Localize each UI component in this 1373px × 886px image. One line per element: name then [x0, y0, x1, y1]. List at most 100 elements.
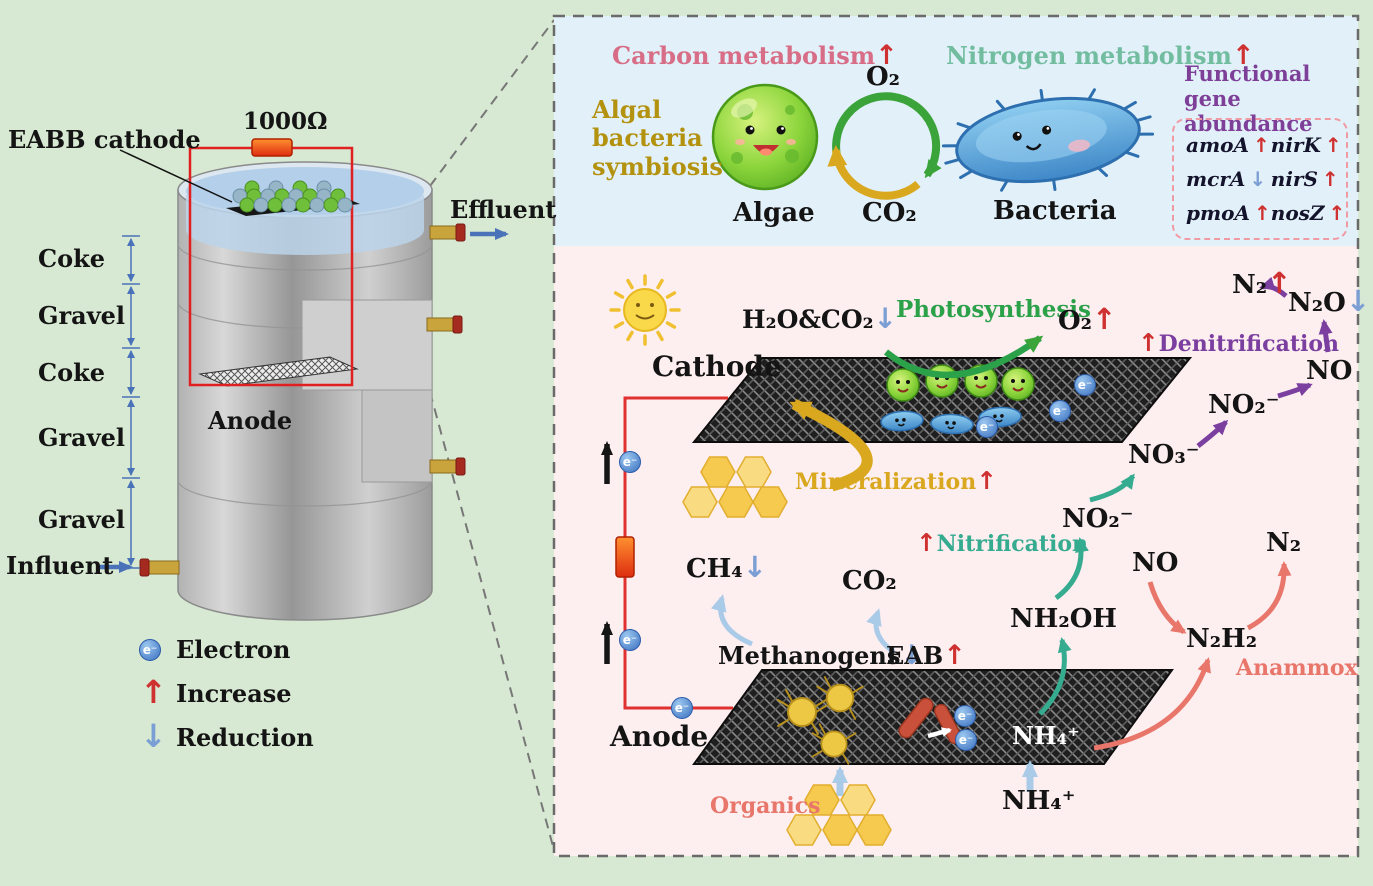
electron-icon: e⁻: [976, 416, 998, 438]
layer-dimension-lines: [122, 235, 140, 569]
increase-arrow: ↑: [875, 40, 898, 71]
reactor-illustration: [98, 138, 509, 621]
no-denitrification-label: NO: [1306, 356, 1353, 386]
port-icon: [429, 223, 466, 242]
nitrification-label: ↑Nitrification: [916, 528, 1089, 557]
electron-icon: e⁻: [955, 729, 977, 751]
gene-item: mcrA↓: [1186, 167, 1271, 191]
increase-arrow: ↑: [1324, 133, 1342, 157]
ch4-label: CH₄↓: [686, 550, 768, 584]
electron-symbol: e⁻: [622, 633, 638, 647]
increase-arrow: ↑: [916, 528, 937, 557]
resistor-icon: [251, 138, 293, 157]
o2-co2-cycle-arrows: [827, 92, 942, 200]
carbon-metabolism-label: Carbon metabolism↑: [612, 40, 898, 71]
gene-item: nirK↑: [1271, 133, 1346, 157]
electron-symbol: e⁻: [957, 709, 973, 723]
layer-label-gravel-2: Gravel: [38, 423, 126, 452]
organics-label: Organics: [710, 793, 821, 819]
resistor-icon: [615, 536, 635, 578]
increase-arrow: ↑: [140, 673, 167, 711]
co2-emission-arrow: [866, 608, 896, 655]
increase-arrow: ↑: [1328, 201, 1346, 225]
decrease-arrow: ↓: [742, 550, 768, 584]
photosynthesis-arrow: [883, 335, 1044, 379]
cathode-label: Cathode: [652, 350, 782, 383]
layer-label-gravel-1: Gravel: [38, 301, 126, 330]
electron-transfer-arrow: [927, 727, 952, 739]
gene-name: nirK: [1270, 133, 1321, 157]
increase-arrow: ↑: [1092, 302, 1117, 336]
n2h2-label: N₂H₂: [1186, 624, 1258, 654]
layer-label-gravel-3: Gravel: [38, 505, 126, 534]
mineralization-substrate-icon: [682, 456, 788, 518]
decrease-arrow: ↓: [1249, 167, 1267, 191]
electron-symbol: e⁻: [674, 701, 690, 715]
gene-name: nirS: [1270, 167, 1318, 191]
eabb-cathode-pointer-line: [119, 149, 233, 203]
electron-symbol: e⁻: [622, 455, 638, 469]
h2o-co2-label: H₂O&CO₂↓: [742, 302, 898, 335]
algae-illustration: [711, 83, 819, 191]
effluent-label: Effluent: [450, 195, 557, 224]
denitrification-arrow-4: [1259, 276, 1288, 298]
denitrification-arrow-1: [1196, 419, 1229, 448]
anammox-arrow-1: [1093, 657, 1211, 751]
algal-bacteria-symbiosis-label: Algal bacteria symbiosis: [592, 95, 723, 181]
anode-biofilm-organisms: [777, 676, 965, 765]
no-anammox-label: NO: [1132, 548, 1179, 578]
cutaway-step-lower: [361, 389, 433, 483]
increase-arrow: ↑: [976, 466, 997, 495]
o2-product-label: O₂↑: [1058, 302, 1117, 336]
nh2oh-label: NH₂OH: [1010, 604, 1117, 634]
electron-icon: e⁻: [139, 639, 161, 661]
port-icon: [426, 315, 463, 334]
increase-arrow: ↑: [1254, 201, 1271, 225]
ch4-emission-arrow: [710, 594, 753, 647]
influent-label: Influent: [6, 551, 114, 580]
denitrification-label: ↑Denitrification: [1138, 328, 1340, 357]
anode-electrode-mesh: [692, 669, 1174, 765]
electron-icon: e⁻: [1074, 374, 1096, 396]
electron-symbol: e⁻: [979, 420, 995, 434]
eab-label: EAB↑: [886, 640, 966, 671]
nitrification-arrow-1: [1038, 637, 1072, 716]
no2-denitrification-label: NO₂⁻: [1208, 390, 1280, 420]
co2-anode-label: CO₂: [842, 566, 897, 596]
gene-name: mcrA: [1186, 167, 1246, 191]
legend-electron-label: Electron: [176, 635, 291, 664]
gene-item: amoA↑: [1186, 133, 1271, 157]
electron-icon: e⁻: [619, 629, 641, 651]
zoom-connector-lines: [429, 19, 555, 851]
anode-label: Anode: [610, 720, 709, 753]
panel-circuit: [601, 396, 733, 710]
photosynthesis-label: Photosynthesis: [896, 296, 1091, 323]
increase-arrow: ↑: [1321, 167, 1339, 191]
resistor-label: 1000Ω: [243, 108, 328, 135]
decrease-arrow: ↓: [873, 302, 898, 335]
gene-name: amoA: [1186, 133, 1249, 157]
nh4-feed-label: NH₄⁺: [1002, 786, 1076, 816]
electron-icon: e⁻: [671, 697, 693, 719]
mineralization-label: Mineralization↑: [795, 466, 997, 495]
electron-symbol: e⁻: [142, 643, 158, 657]
nh4-on-anode-label: NH₄⁺: [1012, 721, 1080, 750]
cutaway-step-upper: [301, 299, 433, 391]
o2-cycle-label: O₂: [866, 62, 901, 92]
denitrification-arrow-3: [1318, 319, 1333, 353]
anammox-arrow-3: [1246, 561, 1292, 631]
increase-arrow: ↑: [1252, 133, 1270, 157]
nitrification-arrow-3: [1089, 473, 1136, 503]
mineralization-arrow: [789, 399, 873, 492]
port-icon: [429, 457, 466, 476]
decrease-arrow: ↓: [900, 640, 923, 671]
functional-gene-box: amoA↑ nirK↑ mcrA↓ nirS↑ pmoA↑ nosZ↑: [1172, 118, 1348, 240]
decrease-arrow: ↓: [1345, 284, 1371, 318]
biofilm-granules: [232, 180, 353, 213]
organics-icon: [786, 784, 892, 846]
electron-symbol: e⁻: [1077, 378, 1093, 392]
decrease-arrow: ↓: [140, 717, 167, 755]
legend-reduction-label: Reduction: [176, 723, 314, 752]
nitrification-arrow-2: [1054, 537, 1089, 601]
port-icon: [139, 558, 180, 577]
